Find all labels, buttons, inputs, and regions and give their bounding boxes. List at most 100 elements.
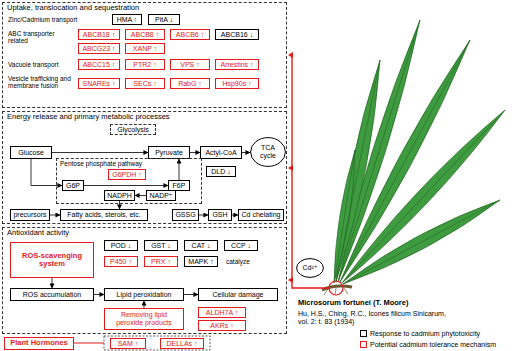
node-label: PRX ↑: [151, 258, 171, 266]
cycle-circle: TCA cycle: [250, 137, 286, 167]
connector-arrow: [50, 215, 60, 216]
tolerance-box: ALDH7A ↑: [198, 307, 246, 318]
node-label: F6P: [173, 182, 186, 190]
connector-arrow: [242, 152, 250, 153]
process-box: MAPK ↑: [184, 256, 218, 267]
node-label: GSH: [212, 211, 227, 219]
node-label: XANP ↑: [133, 45, 157, 53]
pathway-box: Glycolysis: [110, 124, 156, 135]
arrowhead: [288, 277, 293, 283]
node-label: Energy release and primary metabolic pro…: [7, 113, 170, 121]
node-label: ABCB16 ↓: [221, 31, 253, 39]
arrowhead: [288, 165, 293, 171]
cadmium-arrow: [292, 55, 329, 288]
node-label: MAPK ↑: [188, 258, 213, 266]
process-box: Lipid peroxidation: [104, 288, 184, 301]
tolerance-box: XANP ↑: [125, 43, 165, 54]
process-box: PitA ↓: [148, 14, 180, 25]
process-box: ROS accumulation: [10, 288, 94, 301]
connector-arrow: [52, 278, 53, 288]
process-box: Cd chelating: [238, 209, 284, 221]
connector-arrow: [84, 185, 168, 186]
section-label: ABC transporter related: [8, 30, 74, 44]
node-label: GSSG: [175, 211, 195, 219]
connector-arrow: [94, 294, 104, 295]
node-label: Uptake, translocation and sequestration: [7, 4, 139, 12]
process-box: Fatty acids, sterols, etc.: [60, 209, 148, 221]
node-label: NADPH: [107, 192, 132, 200]
node-label: Actyl-CoA: [205, 149, 236, 157]
section-panel: Energy release and primary metabolic pro…: [2, 111, 287, 224]
connector-arrow: [144, 301, 145, 308]
tolerance-box: RabG ↑: [170, 78, 210, 89]
node-label: SECs ↑: [133, 80, 156, 88]
connector-arrow: [199, 215, 208, 216]
node-label: SAM ↑: [118, 340, 139, 348]
process-box: ABCB16 ↓: [215, 29, 259, 40]
node-label: Glucose: [18, 149, 44, 157]
node-label: G6PDH ↑: [112, 171, 142, 179]
tolerance-box: VPS ↑: [170, 59, 210, 70]
roots: [324, 288, 348, 295]
node-label: ABCC15 ↑: [83, 61, 116, 69]
node-label: Hsp90s ↑: [222, 80, 251, 88]
node-label: ABCB8 ↑: [131, 31, 159, 39]
node-label: G6P: [66, 182, 80, 190]
tolerance-box: G6PDH ↑: [108, 169, 146, 180]
section-panel: Antioxidant activityROS-scavenging syste…: [2, 227, 287, 334]
process-box: CAT ↓: [184, 240, 218, 251]
node-label: GST ↓: [151, 242, 171, 250]
tolerance-box: Arrestins ↑: [215, 59, 259, 70]
node-label: SNAREs ↑: [82, 80, 115, 88]
frond-midribs: [334, 20, 505, 284]
tolerance-box: AKRs ↑: [198, 320, 246, 331]
node-label: Fatty acids, sterols, etc.: [67, 211, 141, 219]
process-box: GSSG: [172, 209, 199, 221]
section-label: Vacuole transport: [8, 61, 74, 68]
connector-arrow: [179, 159, 180, 180]
fern-fronds: [334, 20, 505, 284]
node-label: Glycolysis: [117, 126, 149, 134]
process-box: HMA ↑: [112, 14, 142, 25]
connector-arrow: [184, 294, 198, 295]
annotation: catalyze: [226, 258, 276, 265]
tolerance-box: ABCB8 ↑: [125, 29, 165, 40]
node-label: CAT ↓: [192, 242, 211, 250]
node-label: Cd²⁺: [303, 264, 318, 272]
tolerance-box: ABCB6 ↑: [170, 29, 210, 40]
node-label: AKRs ↑: [210, 322, 233, 330]
node-label: HMA ↑: [117, 16, 138, 24]
pathway-region: Pentose phosphate pathwayG6PDH ↑G6PF6PNA…: [56, 158, 202, 204]
tolerance-box: Hsp90s ↑: [215, 78, 259, 89]
process-box: POD ↓: [104, 240, 138, 251]
legend-label: Response to cadmium phytotoxicity: [370, 330, 480, 337]
node-label: NADP⁺: [149, 192, 172, 200]
tolerance-box: PTR2 ↑: [125, 59, 165, 70]
process-box: NADP⁺: [146, 190, 176, 201]
node-label: PitA ↓: [155, 16, 173, 24]
legend-entry: Response to cadmium phytotoxicity: [360, 330, 480, 337]
tolerance-box: SNAREs ↑: [78, 78, 120, 89]
connector-arrow: [119, 201, 120, 209]
node-label: TCA cycle: [253, 144, 283, 159]
legend-label: Potential cadmium tolerance mechanism: [370, 341, 496, 348]
connector-arrow: [52, 152, 148, 153]
tolerance-box: Removing lipid peroxide products: [104, 308, 184, 330]
section-label: Vesicle trafficking and membrane fusion: [8, 75, 74, 89]
tolerance-box: ABCB18 ↑: [78, 29, 120, 40]
node-label: P450 ↑: [110, 258, 132, 266]
node-label: Cd chelating: [242, 211, 281, 219]
tolerance-heading-box: Plant Hormones: [4, 337, 74, 350]
node-label: VPS ↑: [180, 61, 199, 69]
tolerance-heading-box: ROS-scavenging system: [10, 242, 94, 278]
connector-arrow: [31, 159, 62, 186]
node-label: ALDH7A ↑: [206, 309, 238, 317]
node-label: DLD ↓: [211, 168, 230, 176]
node-label: Removing lipid peroxide products: [108, 311, 180, 326]
legend-swatch: [360, 330, 367, 337]
node-label: Lipid peroxidation: [117, 291, 172, 299]
node-label: Cellular damage: [213, 291, 264, 299]
ion-circle: Cd²⁺: [296, 258, 324, 278]
process-box: G6P: [62, 180, 84, 191]
node-label: Arrestins ↑: [220, 61, 253, 69]
